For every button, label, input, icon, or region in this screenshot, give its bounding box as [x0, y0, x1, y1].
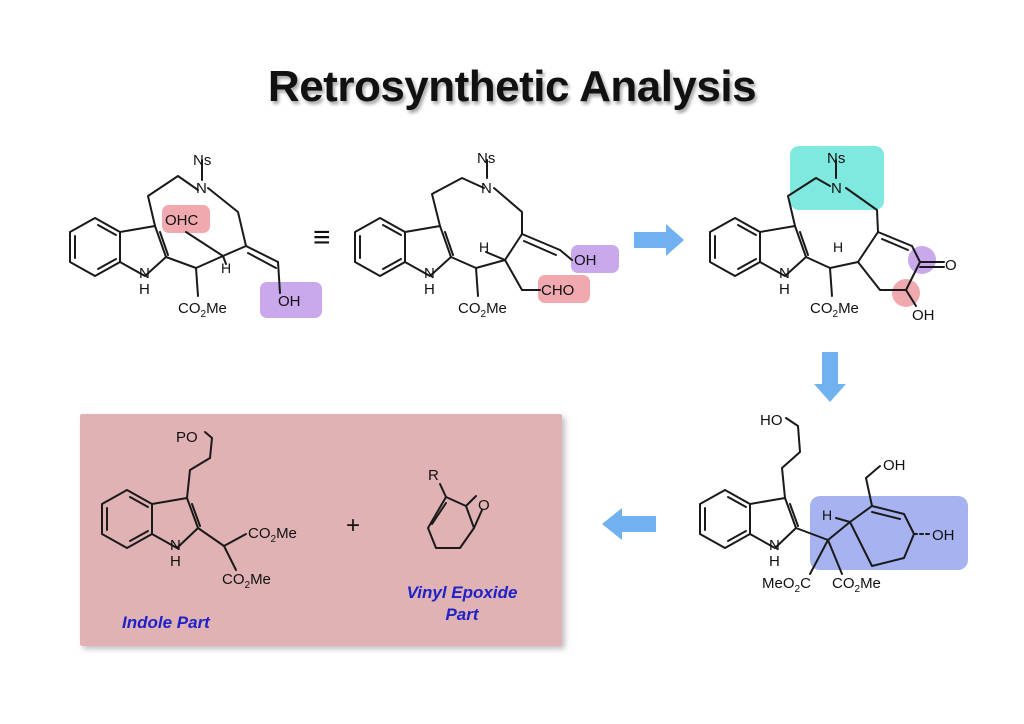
indole-hydrogen-label: H	[769, 553, 780, 570]
alcohol-highlight	[260, 282, 322, 318]
ester-label: CO2Me	[178, 300, 227, 320]
protecting-group-label: PO	[176, 429, 198, 446]
equivalence-symbol: ≡	[313, 221, 331, 254]
hydroxyl-label: OH	[574, 252, 597, 269]
hydroxyl-label: OH	[912, 307, 935, 324]
indole-hydrogen-label: H	[779, 281, 790, 298]
nosyl-label: Ns	[193, 152, 211, 169]
indole-nitrogen-label: N	[139, 265, 150, 282]
nosyl-label: Ns	[477, 150, 495, 167]
vinyl-epoxide-caption-line2: Part	[445, 605, 479, 624]
vinyl-epoxide-structure	[427, 483, 483, 549]
hydrogen-label: H	[479, 239, 489, 255]
ketone-oxygen-label: O	[945, 257, 957, 274]
aldehyde-highlight	[162, 205, 210, 233]
retro-arrow-down	[814, 352, 846, 402]
ketone-highlight	[908, 246, 936, 274]
retro-arrow-right	[634, 224, 684, 256]
enone-intermediate	[709, 159, 945, 307]
ester-label: CO2Me	[832, 575, 881, 595]
indole-hydrogen-label: H	[139, 281, 150, 298]
hydroxyl-label: OH	[278, 293, 301, 310]
cyclohexene-highlight	[810, 496, 968, 570]
indole-nitrogen-label: N	[424, 265, 435, 282]
epoxide-oxygen-label: O	[478, 497, 490, 514]
diol-intermediate	[699, 417, 931, 575]
target-molecule	[69, 159, 281, 297]
hydroxyl-label: OH	[932, 527, 955, 544]
hydroxyl-label: OH	[883, 457, 906, 474]
indole-nitrogen-label: N	[779, 265, 790, 282]
substituent-label: R	[428, 467, 439, 484]
indole-part-caption: Indole Part	[122, 613, 211, 632]
retro-arrow-left	[602, 508, 656, 540]
alcohol-highlight	[571, 245, 619, 273]
indole-hydrogen-label: H	[170, 553, 181, 570]
hydroxyl-label: HO	[760, 412, 783, 429]
ester-label: CO2Me	[248, 525, 297, 545]
hydrogen-label: H	[833, 239, 843, 255]
indole-nitrogen-label: N	[769, 537, 780, 554]
aldehyde-label: CHO	[541, 282, 574, 299]
nitrogen-label: N	[481, 180, 492, 197]
vinyl-epoxide-caption: Vinyl Epoxide	[407, 583, 518, 602]
hydroxyl-carbon-highlight	[892, 279, 920, 307]
aldehyde-label: OHC	[165, 212, 199, 229]
plus-symbol: +	[346, 512, 360, 539]
page-title: Retrosynthetic Analysis	[267, 62, 757, 111]
nitrogen-label: N	[831, 180, 842, 197]
indole-part-structure	[101, 431, 247, 571]
nosyl-label: Ns	[827, 150, 845, 167]
indole-nitrogen-label: N	[170, 537, 181, 554]
starting-materials-panel	[80, 414, 562, 646]
hydrogen-label: H	[221, 260, 231, 276]
aldehyde-highlight	[538, 275, 590, 303]
aldehyde-intermediate	[354, 159, 573, 297]
nitrogen-label: N	[196, 180, 207, 197]
hydrogen-label: H	[822, 507, 832, 523]
ester-label: CO2Me	[222, 571, 271, 591]
indole-hydrogen-label: H	[424, 281, 435, 298]
ester-label: CO2Me	[810, 300, 859, 320]
ester-label: MeO2C	[762, 575, 811, 595]
ester-label: CO2Me	[458, 300, 507, 320]
